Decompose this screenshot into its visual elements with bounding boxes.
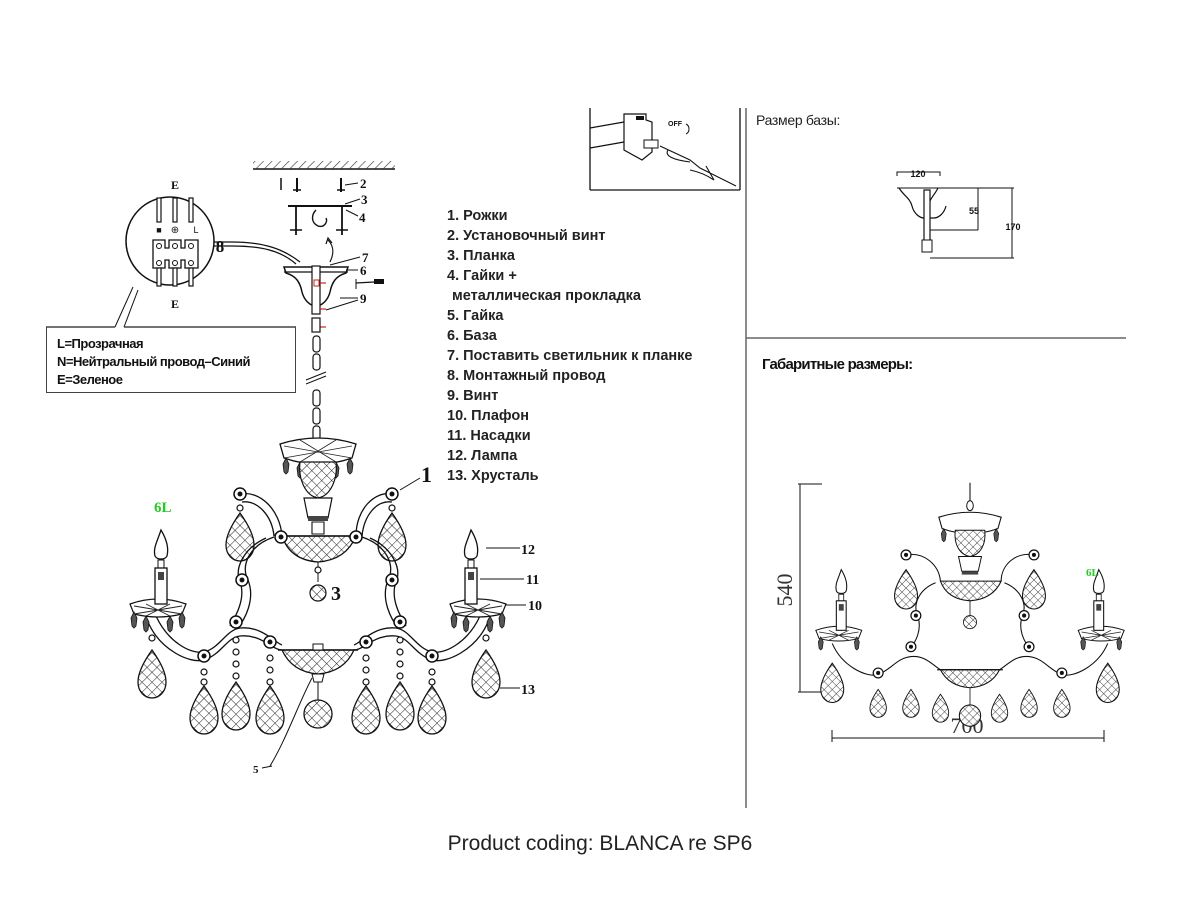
- legend-item: 5. Гайка: [447, 308, 504, 324]
- callout-6: 6: [360, 263, 367, 278]
- chandelier-front-view: [815, 482, 1125, 727]
- terminal-e-top: E: [171, 178, 179, 192]
- base-total-height-value: 170: [1005, 222, 1020, 232]
- callout-11: 11: [526, 573, 539, 588]
- base-size-title: Размер базы:: [756, 112, 841, 128]
- callout-9: 9: [360, 291, 367, 306]
- callout-8: 8: [216, 237, 225, 256]
- legend-item: 1. Рожки: [447, 208, 508, 224]
- ceiling-mount-assembly: 2 3 4 7 6 9: [212, 161, 395, 441]
- overall-dimensions-drawing: 540 700: [772, 482, 1125, 742]
- legend-item: 7. Поставить светильник к планке: [447, 348, 693, 364]
- legend-item: 4. Гайки +: [447, 268, 517, 284]
- lamp-count-label: 6L: [154, 500, 172, 516]
- callout-2: 2: [360, 176, 367, 191]
- callout-12: 12: [521, 543, 535, 558]
- legend-item: металлическая прокладка: [452, 288, 641, 304]
- wiring-legend: L=Прозрачная N=Нейтральный провод–Синий …: [46, 327, 296, 393]
- terminal-n: ■: [156, 225, 161, 235]
- legend-item: 13. Хрусталь: [447, 468, 539, 484]
- power-off-illustration: OFF: [589, 108, 741, 191]
- terminal-block-detail: E ■ ⊕ L E 8: [46, 178, 296, 328]
- chandelier-exploded-view: 3 1: [129, 437, 542, 776]
- callout-5: 5: [253, 764, 259, 776]
- legend-item: 3. Планка: [447, 248, 515, 264]
- terminal-e-bottom: E: [171, 297, 179, 311]
- legend-item: 2. Установочный винт: [447, 228, 606, 244]
- parts-legend: 1. Рожки 2. Установочный винт 3. Планка …: [447, 206, 692, 486]
- overall-height-value: 540: [772, 574, 797, 607]
- callout-13: 13: [521, 683, 535, 698]
- callout-1: 1: [421, 462, 432, 487]
- callout-10: 10: [528, 599, 542, 614]
- callout-3-chandelier: 3: [331, 583, 341, 605]
- product-coding: Product coding: BLANCA re SP6: [447, 832, 753, 855]
- legend-item: 12. Лампа: [447, 448, 518, 464]
- wiring-line-n: N=Нейтральный провод–Синий: [57, 354, 250, 369]
- off-label: OFF: [668, 121, 683, 128]
- wiring-line-l: L=Прозрачная: [57, 336, 144, 351]
- callout-7: 7: [362, 250, 369, 265]
- base-width-value: 120: [910, 169, 925, 179]
- callout-4: 4: [359, 210, 366, 225]
- overall-dimensions-title: Габаритные размеры:: [762, 356, 913, 373]
- terminal-l: L: [193, 225, 198, 235]
- lamp-count-label-front: 6L: [1086, 567, 1099, 579]
- chain: [305, 335, 327, 441]
- callout-3: 3: [361, 192, 368, 207]
- base-inner-height-value: 55: [969, 206, 979, 216]
- legend-item: 10. Плафон: [447, 408, 529, 424]
- legend-item: 8. Монтажный провод: [447, 368, 606, 384]
- wiring-line-e: E=Зеленое: [57, 372, 123, 387]
- legend-item: 6. База: [447, 328, 497, 344]
- legend-item: 11. Насадки: [447, 428, 531, 444]
- mounting-screw-icon: [293, 178, 345, 192]
- legend-item: 9. Винт: [447, 388, 499, 404]
- base-size-drawing: 120 55 170: [896, 169, 1021, 259]
- terminal-earth: ⊕: [171, 225, 179, 236]
